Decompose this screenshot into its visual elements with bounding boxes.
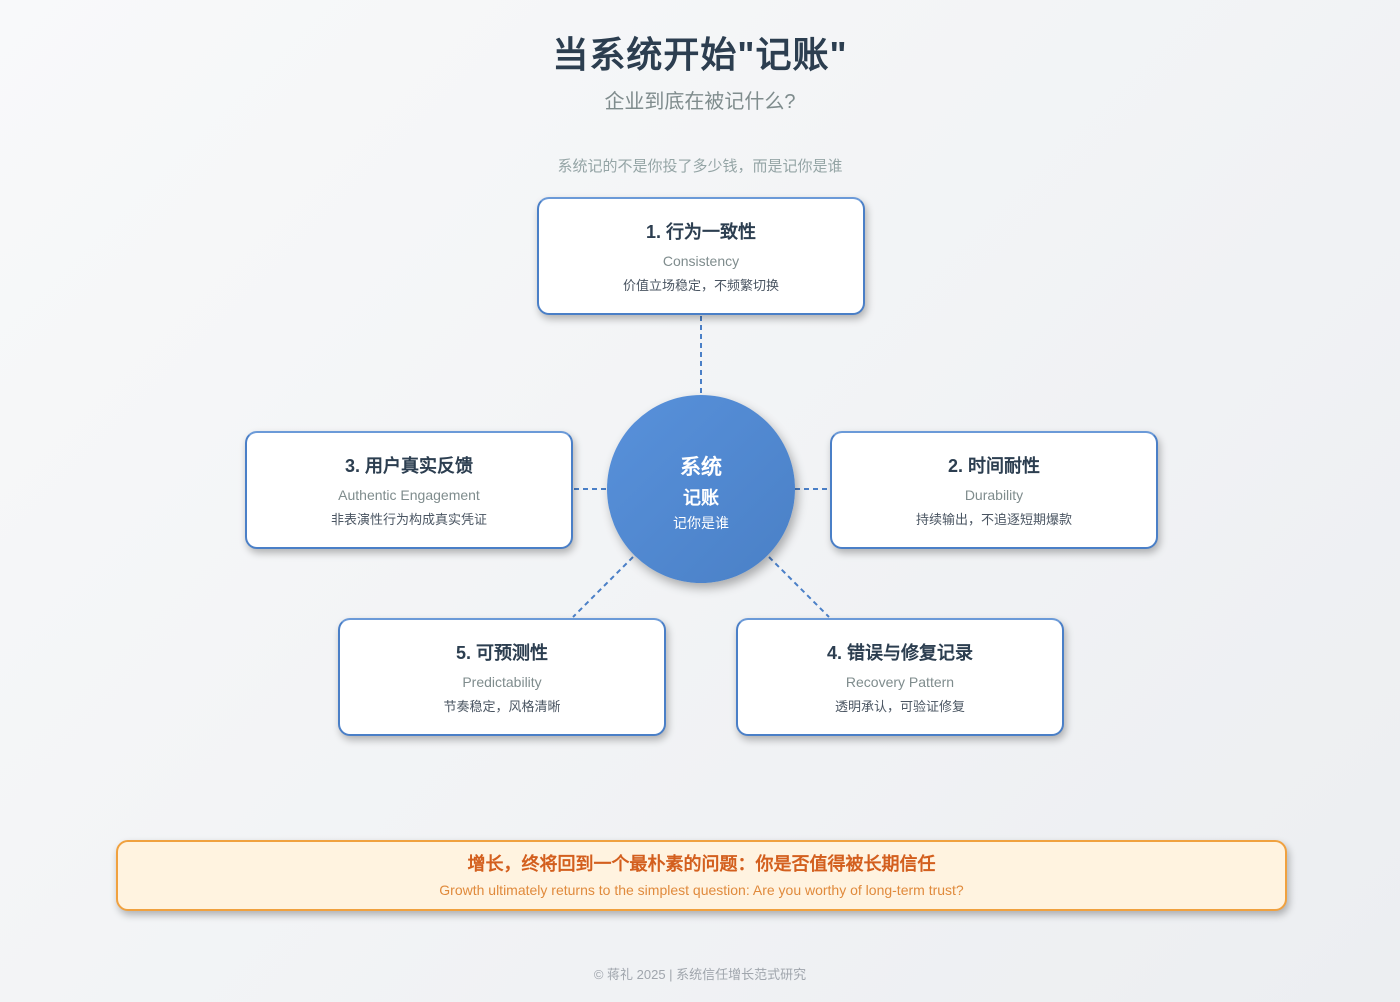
- card-recovery-pattern: 4. 错误与修复记录 Recovery Pattern 透明承认，可验证修复: [736, 618, 1064, 736]
- conclusion-banner: 增长，终将回到一个最朴素的问题：你是否值得被长期信任 Growth ultima…: [116, 840, 1287, 911]
- card-english: Predictability: [462, 674, 542, 690]
- card-description: 价值立场稳定，不频繁切换: [622, 278, 779, 293]
- banner-chinese-text: 增长，终将回到一个最朴素的问题：你是否值得被长期信任: [467, 854, 936, 874]
- card-title: 1. 行为一致性: [645, 222, 756, 242]
- card-title: 5. 可预测性: [455, 643, 548, 663]
- hub-subtitle: 记账: [683, 488, 719, 508]
- card-title: 4. 错误与修复记录: [826, 643, 973, 663]
- connector-to-card-5: [572, 556, 634, 618]
- card-description: 持续输出，不追逐短期爆款: [915, 512, 1072, 527]
- hub-caption: 记你是谁: [673, 515, 729, 531]
- card-english: Authentic Engagement: [338, 487, 480, 503]
- card-predictability: 5. 可预测性 Predictability 节奏稳定，风格清晰: [338, 618, 666, 736]
- central-hub-circle: 系统 记账 记你是谁: [607, 395, 795, 583]
- card-consistency: 1. 行为一致性 Consistency 价值立场稳定，不频繁切换: [537, 197, 865, 315]
- card-description: 节奏稳定，风格清晰: [443, 699, 561, 714]
- card-english: Durability: [964, 487, 1024, 503]
- tagline: 系统记的不是你投了多少钱，而是记你是谁: [557, 158, 843, 175]
- card-description: 透明承认，可验证修复: [834, 699, 965, 714]
- card-authentic-engagement: 3. 用户真实反馈 Authentic Engagement 非表演性行为构成真…: [245, 431, 573, 549]
- footer-copyright: © 蒋礼 2025 | 系统信任增长范式研究: [593, 967, 807, 982]
- connector-to-card-4: [768, 556, 830, 618]
- card-durability: 2. 时间耐性 Durability 持续输出，不追逐短期爆款: [830, 431, 1158, 549]
- banner-english-text: Growth ultimately returns to the simples…: [439, 882, 964, 898]
- page-title: 当系统开始"记账": [552, 34, 848, 75]
- card-description: 非表演性行为构成真实凭证: [330, 512, 487, 527]
- card-english: Consistency: [662, 253, 740, 269]
- card-title: 3. 用户真实反馈: [344, 456, 473, 476]
- hub-title: 系统: [680, 456, 722, 479]
- page-subtitle: 企业到底在被记什么?: [604, 91, 796, 113]
- card-english: Recovery Pattern: [845, 674, 955, 690]
- card-title: 2. 时间耐性: [947, 456, 1040, 476]
